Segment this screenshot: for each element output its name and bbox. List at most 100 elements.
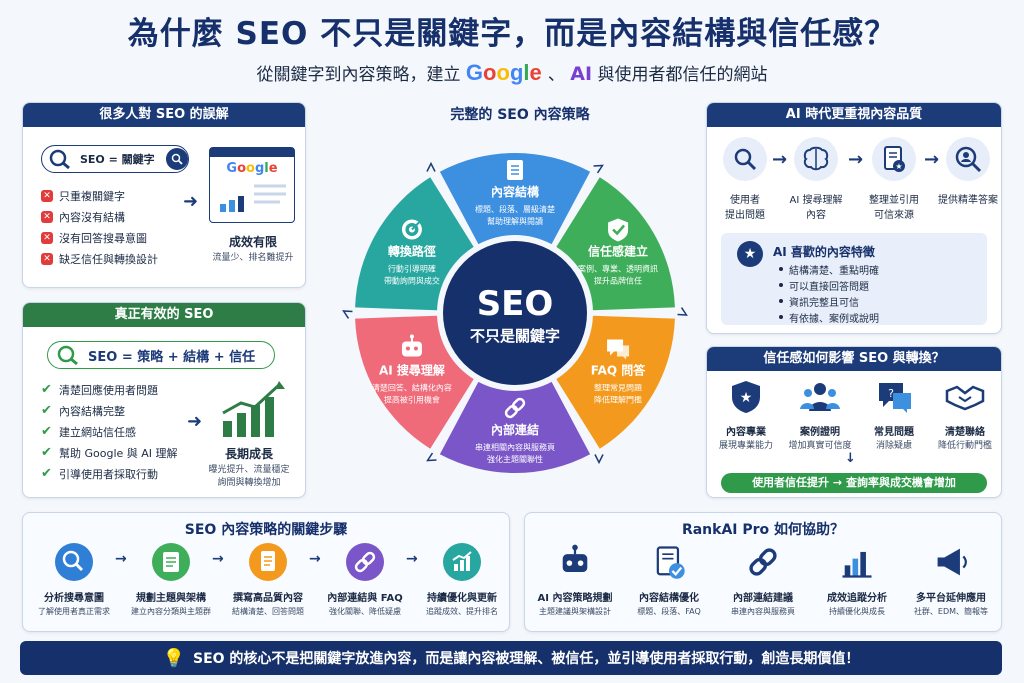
chat-icon <box>607 339 630 360</box>
step-item: 內部連結與 FAQ 強化關聯、降低疑慮 <box>320 543 410 617</box>
segment-title: 內部連結 <box>491 422 539 437</box>
step-sub: 建立內容分類與主題群 <box>131 607 211 616</box>
growth-chart-icon <box>222 381 285 437</box>
document-icon <box>249 543 287 581</box>
ai-favorite-item: 可以直接回答問題 <box>779 277 879 293</box>
effective-item: ✔幫助 Google 與 AI 理解 <box>41 444 178 460</box>
strategy-wheel: 內容結構標題、段落、層級清楚幫助理解與閱讀信任感建立案例、專業、透明資訊提升品牌… <box>342 153 688 473</box>
effective-list: ✔清楚回應使用者問題 ✔內容結構完整 ✔建立網站信任感 ✔幫助 Google 與… <box>41 379 211 484</box>
check-icon: ✔ <box>41 444 52 460</box>
robot-icon <box>401 334 422 357</box>
lightbulb-icon: 💡 <box>162 647 185 669</box>
brain-icon <box>794 137 838 181</box>
effective-item: ✔建立網站信任感 <box>41 423 136 439</box>
misconception-header: 很多人對 SEO 的誤解 <box>23 103 305 127</box>
arrow-right-icon: ➜ <box>183 191 199 212</box>
misconception-item: ✕缺乏信任與轉換設計 <box>41 248 191 269</box>
misconception-item: ✕只重複關鍵字 <box>41 185 191 206</box>
trust-item: ? 常見問題 消除疑慮 <box>859 379 929 451</box>
megaphone-icon <box>932 543 970 581</box>
rankai-row: AI 內容策略規劃 主題建議與架構設計 內容結構優化 標題、段落、FAQ 內部連… <box>529 543 999 627</box>
misconception-list: ✕只重複關鍵字 ✕內容沒有結構 ✕沒有回答搜尋意圖 ✕缺乏信任與轉換設計 <box>41 185 191 269</box>
search-button-icon <box>166 148 188 170</box>
effective-item: ✔內容結構完整 <box>41 402 125 418</box>
cycle-arrow-icon <box>342 310 353 319</box>
rankai-title: 成效追蹤分析 <box>827 593 887 604</box>
rankai-title: 內部連結建議 <box>733 593 793 604</box>
cycle-arrow-icon <box>426 452 437 462</box>
wheel-segment <box>556 177 675 311</box>
rankai-sub: 主題建議與架構設計 <box>539 607 611 616</box>
target-icon <box>401 218 423 240</box>
x-icon: ✕ <box>41 252 53 265</box>
rankai-item: 成效追蹤分析 持續優化與成長 <box>811 543 903 617</box>
segment-line: 行動引導明確 <box>388 264 436 274</box>
segment-line: 整理常見問題 <box>594 383 642 393</box>
people-icon <box>800 383 840 411</box>
search-icon <box>49 149 70 170</box>
effective-header: 真正有效的 SEO <box>23 303 305 327</box>
effective-item: ✔清楚回應使用者問題 <box>41 381 158 397</box>
step-title: 撰寫高品質內容 <box>233 593 303 604</box>
ai-favorite-item: 有依據、案例或說明 <box>779 309 879 325</box>
rankai-sub: 標題、段落、FAQ <box>637 607 701 616</box>
ai-favorites-list: 結構清楚、重點明確 可以直接回答問題 資訊完整且可信 有依據、案例或說明 <box>779 261 879 325</box>
steps-header: SEO 內容策略的關鍵步驟 <box>184 522 348 538</box>
trust-item: 案例證明 增加真實可信度 <box>783 379 857 451</box>
rankai-item: 內部連結建議 串連內容與服務頁 <box>717 543 809 617</box>
search-icon <box>57 345 78 366</box>
segment-line: 強化主題關聯性 <box>487 454 543 464</box>
robot-icon <box>556 543 594 581</box>
trust-item: ★ 內容專業 展現專業能力 <box>711 379 781 451</box>
segment-title: 信任感建立 <box>588 244 648 259</box>
rankai-sub: 串連內容與服務頁 <box>731 607 795 616</box>
arrow-right-icon: → <box>309 551 321 567</box>
small-bar-chart-icon <box>220 184 286 212</box>
step-sub: 了解使用者真正需求 <box>38 607 110 616</box>
wheel-segment <box>439 153 591 245</box>
rankai-title: AI 內容策略規劃 <box>537 593 613 604</box>
cycle-arrow-icon <box>426 161 436 172</box>
strategy-header: 完整的 SEO 內容策略 <box>450 107 590 123</box>
arrow-right-icon: ➜ <box>187 411 203 432</box>
ai-step: 使用者 提出問題 <box>717 137 773 221</box>
misconception-item: ✕沒有回答搜尋意圖 <box>41 227 191 248</box>
step-title: 持續優化與更新 <box>427 593 497 604</box>
segment-line: 降低理解門檻 <box>594 395 642 405</box>
segment-line: 案例、專業、透明資訊 <box>578 264 658 274</box>
segment-line: 清楚回答、結構化內容 <box>372 383 452 393</box>
arrow-right-icon: → <box>848 149 864 170</box>
steps-row: 分析搜尋意圖 了解使用者真正需求→ 規劃主題與架構 建立內容分類與主題群→ 撰寫… <box>29 543 505 627</box>
segment-title: 轉換路徑 <box>388 244 436 259</box>
ai-era-header: AI 時代更重視內容品質 <box>707 103 1001 127</box>
step-item: 分析搜尋意圖 了解使用者真正需求 <box>29 543 119 617</box>
arrow-right-icon: → <box>115 551 127 567</box>
arrow-right-icon: → <box>212 551 224 567</box>
footer-text: SEO 的核心不是把關鍵字放進內容，而是讓內容被理解、被信任，並引導使用者採取行… <box>193 651 860 667</box>
rankai-item: AI 內容策略規劃 主題建議與架構設計 <box>529 543 621 617</box>
segment-line: 提高被引用機會 <box>384 395 440 405</box>
x-icon: ✕ <box>41 189 53 202</box>
ai-step: 提供精準答案 <box>935 137 1001 206</box>
wheel-segment <box>556 315 675 449</box>
star-badge-icon: ★ <box>737 241 763 267</box>
segment-title: FAQ 問答 <box>591 363 646 378</box>
effective-card: 真正有效的 SEO SEO = 策略 + 結構 + 信任 ✔清楚回應使用者問題 … <box>22 302 306 498</box>
segment-title: AI 搜尋理解 <box>379 363 445 378</box>
rankai-header: RankAI Pro 如何協助？ <box>681 522 845 538</box>
google-logo: Google <box>226 161 278 176</box>
arrow-right-icon: → <box>924 149 940 170</box>
link-icon <box>346 543 384 581</box>
x-icon: ✕ <box>41 231 53 244</box>
step-sub: 追蹤成效、提升排名 <box>426 607 498 616</box>
search-icon <box>723 137 767 181</box>
trust-item: 清楚聯絡 降低行動門檻 <box>929 379 1001 451</box>
wheel-segment <box>355 315 474 449</box>
svg-text:★: ★ <box>740 390 753 406</box>
rankai-title: 內容結構優化 <box>639 593 699 604</box>
segment-line: 提升品牌信任 <box>594 276 642 286</box>
rankai-sub: 持續優化與成長 <box>829 607 885 616</box>
svg-text:★: ★ <box>895 162 902 171</box>
segment-line: 標題、段落、層級清楚 <box>475 204 555 214</box>
chart-icon <box>443 543 481 581</box>
